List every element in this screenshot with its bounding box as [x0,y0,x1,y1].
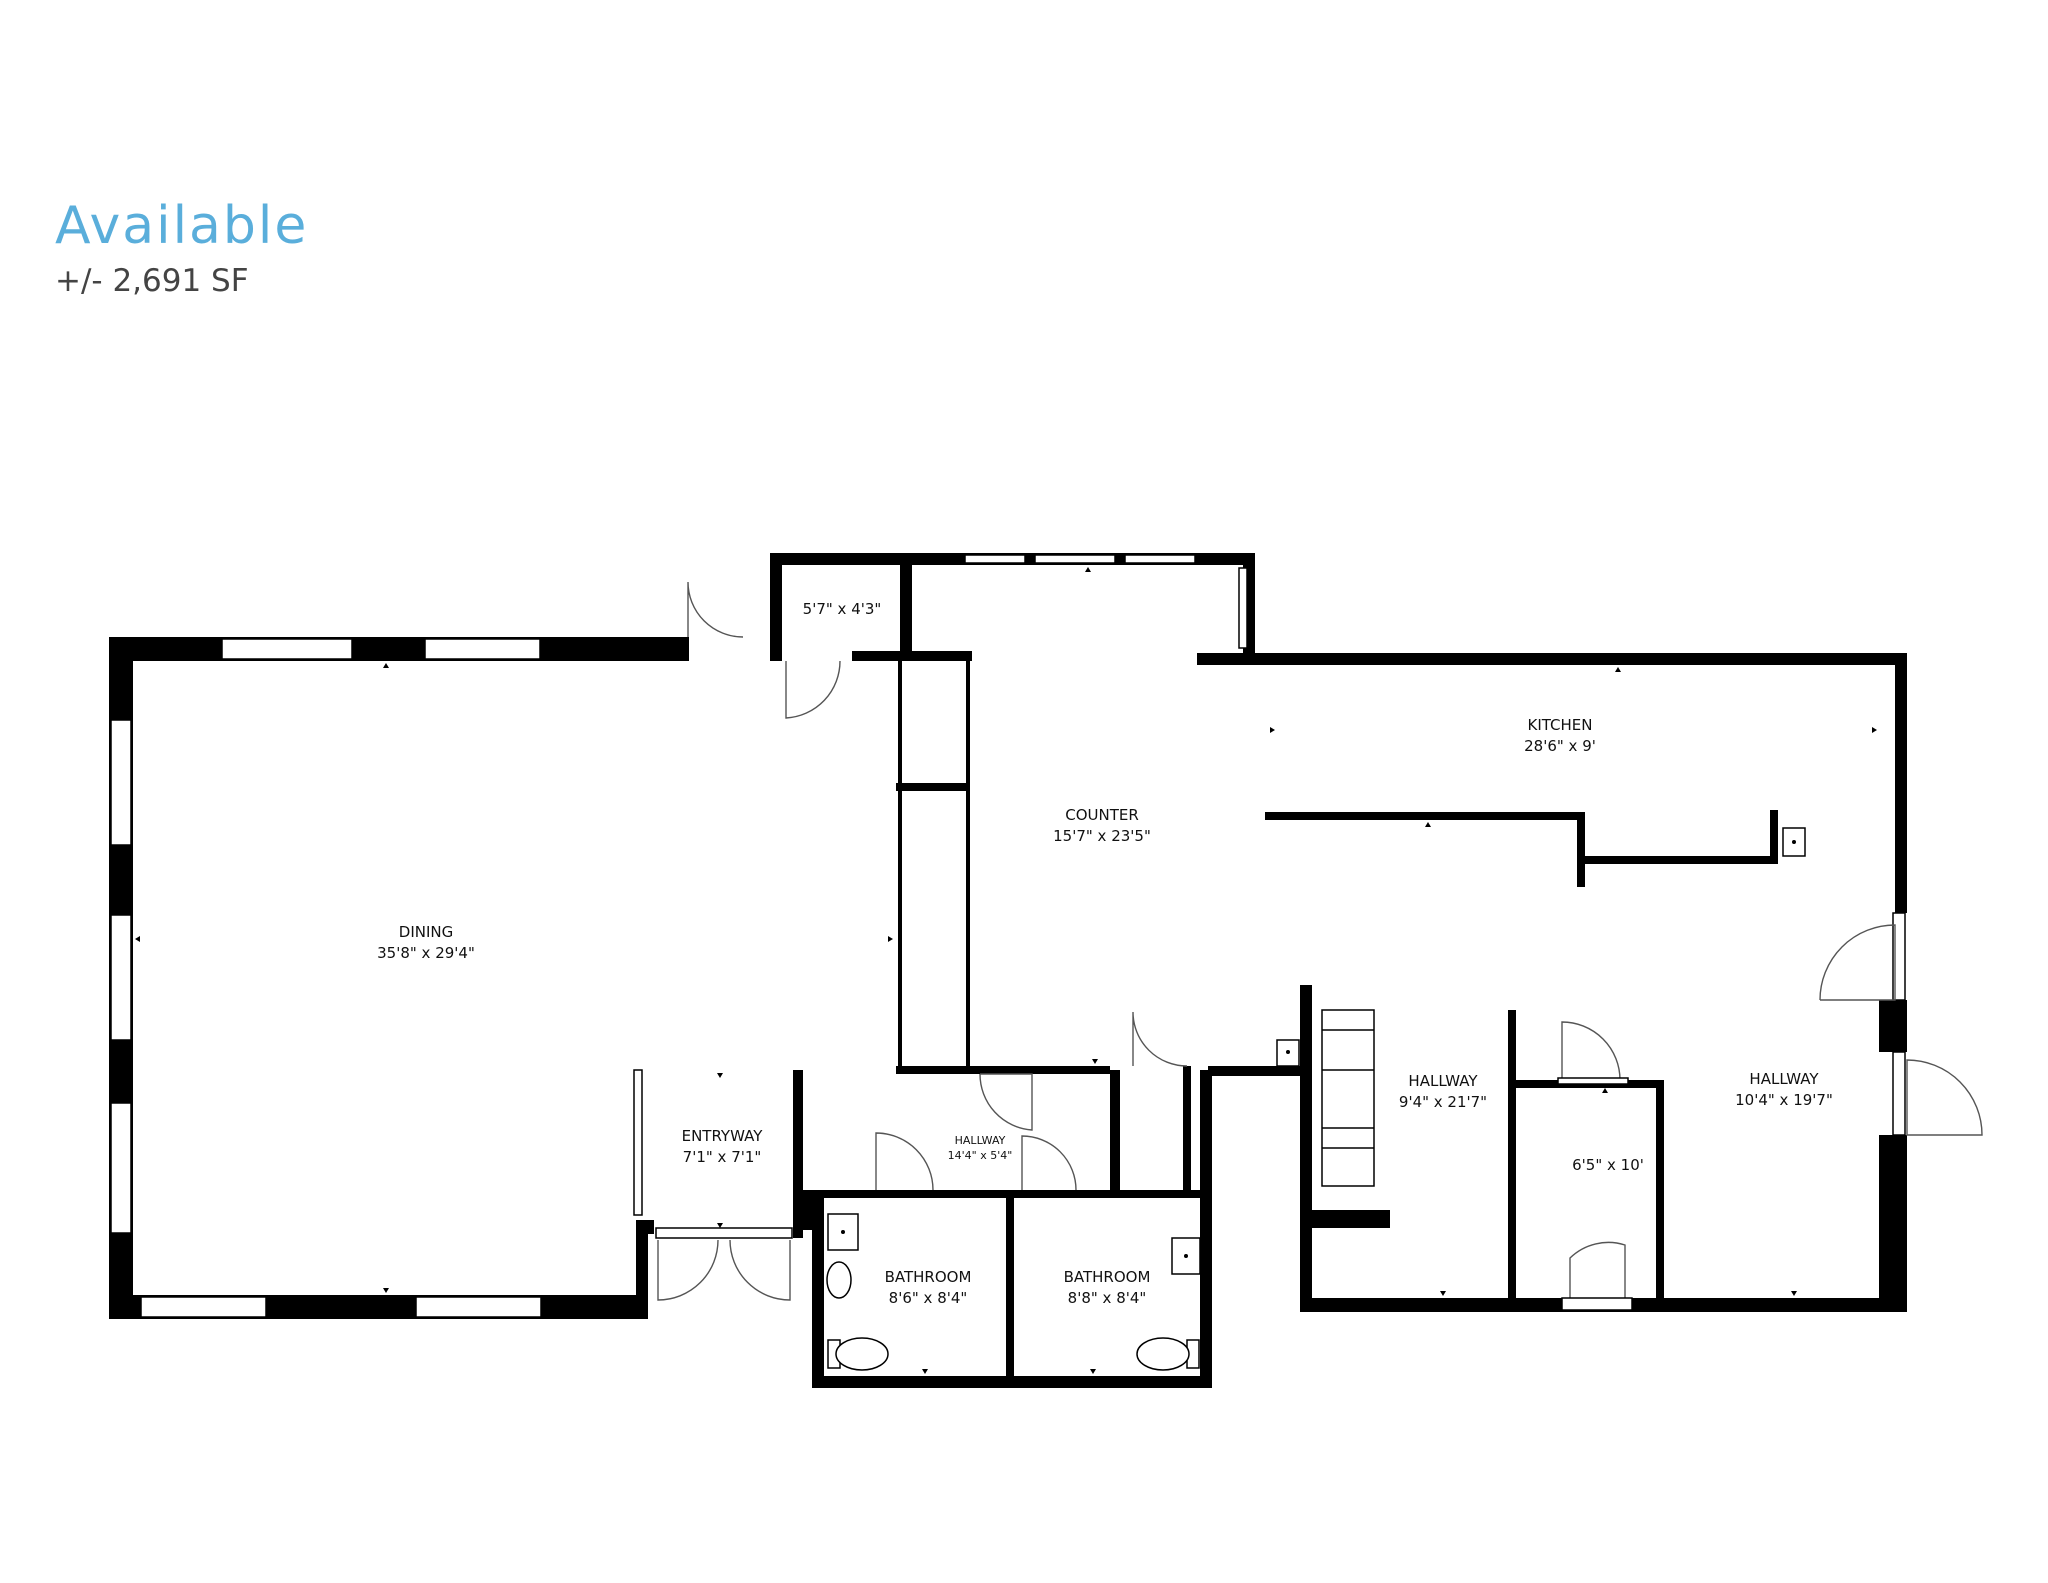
page-title: Available [55,196,309,256]
dimension-markers [135,567,1877,1374]
walls [109,553,1907,1388]
dining-dims: 35'8" x 29'4" [377,944,475,962]
closet-dims: 5'7" x 4'3" [803,600,882,618]
entryway-dims: 7'1" x 7'1" [683,1148,762,1166]
windows [110,554,1906,1318]
bathroom-1-name: BATHROOM [885,1268,972,1286]
hallway-mid-dims: 9'4" x 21'7" [1399,1093,1487,1111]
hallway-mid-name: HALLWAY [1408,1072,1478,1090]
hallway-east-dims: 10'4" x 19'7" [1735,1091,1833,1109]
dining-name: DINING [399,923,453,941]
bathroom-1-dims: 8'6" x 8'4" [889,1289,968,1307]
hallway-small-dims: 14'4" x 5'4" [948,1149,1013,1162]
bathroom-2-dims: 8'8" x 8'4" [1068,1289,1147,1307]
entryway-name: ENTRYWAY [682,1127,764,1145]
storage-dims: 6'5" x 10' [1572,1156,1644,1174]
counter-name: COUNTER [1065,806,1139,824]
bathroom-2-name: BATHROOM [1064,1268,1151,1286]
doors [655,581,1983,1311]
hallway-east-name: HALLWAY [1749,1070,1819,1088]
room-labels: DINING 35'8" x 29'4" COUNTER 15'7" x 23'… [377,600,1833,1307]
kitchen-name: KITCHEN [1528,716,1593,734]
hallway-small-name: HALLWAY [955,1134,1006,1147]
kitchen-dims: 28'6" x 9' [1524,737,1596,755]
fixtures [826,659,1806,1371]
area-subtitle: +/- 2,691 SF [55,263,249,299]
counter-dims: 15'7" x 23'5" [1053,827,1151,845]
